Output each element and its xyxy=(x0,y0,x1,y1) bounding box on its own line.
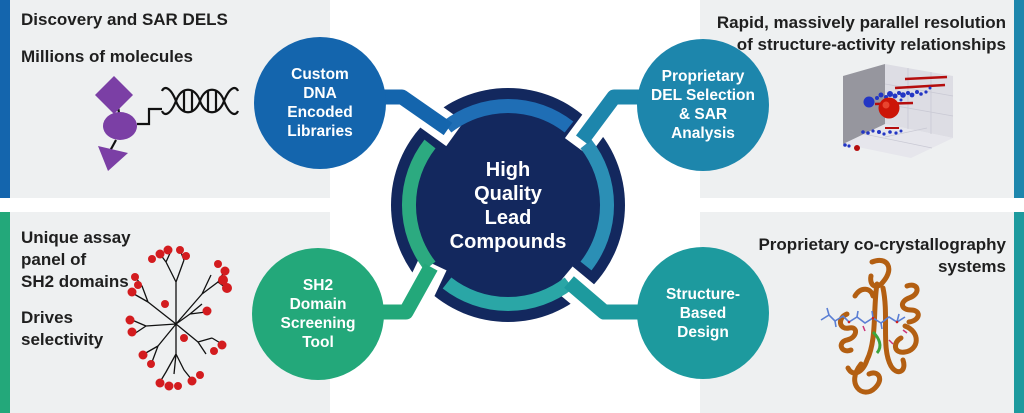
panel-bl-b1-line3: SH2 domains xyxy=(21,272,129,291)
hub-label-high-quality-lead-compounds: High Quality Lead Compounds xyxy=(408,157,608,255)
hub-line: Quality xyxy=(474,183,542,205)
panel-br-text: Proprietary co-crystallography systems xyxy=(758,234,1006,278)
panel-tr-line2: of structure-activity relationships xyxy=(736,35,1006,54)
panel-tl-line2: Millions of molecules xyxy=(21,47,193,66)
hub-line: High xyxy=(485,159,531,181)
protein-ribbon-icon xyxy=(820,258,921,395)
accent-bar-teal xyxy=(1014,212,1024,413)
hub-ring-arcs xyxy=(401,98,615,312)
node-custom-dna-libraries: Custom DNA Encoded Libraries xyxy=(254,37,386,169)
panel-bl-b1-line1: Unique assay xyxy=(21,228,131,247)
node-line: Screening xyxy=(280,315,356,332)
panel-bl-block1: Unique assay panel of SH2 domains xyxy=(21,227,131,293)
node-structure-based-design: Structure- Based Design xyxy=(637,247,769,379)
panel-sh2-assay: Unique assay panel of SH2 domains Drives… xyxy=(0,212,330,413)
node-line: Analysis xyxy=(671,125,735,142)
node-line: Custom xyxy=(291,66,349,83)
node-line: Based xyxy=(679,304,727,322)
arc-green xyxy=(401,139,436,271)
node-line: Structure- xyxy=(665,285,741,303)
panel-bl-b1-line2: panel of xyxy=(21,250,87,269)
hub-line: Compounds xyxy=(449,231,567,253)
sar-3d-scatter-icon xyxy=(843,64,954,158)
node-del-selection-sar: Proprietary DEL Selection & SAR Analysis xyxy=(637,39,769,171)
panel-tr-line1: Rapid, massively parallel resolution xyxy=(716,13,1006,32)
arc-teal-blue xyxy=(580,139,615,271)
node-line: Encoded xyxy=(287,104,353,121)
panel-sar-resolution: Rapid, massively parallel resolution of … xyxy=(700,0,1024,198)
node-line: SH2 xyxy=(302,277,334,294)
panel-br-line1: Proprietary co-crystallography xyxy=(758,235,1006,254)
panel-br-line2: systems xyxy=(937,257,1006,276)
panel-tl-line1: Discovery and SAR DELS xyxy=(21,10,228,29)
panel-tr-text: Rapid, massively parallel resolution of … xyxy=(717,12,1006,56)
node-line: Domain xyxy=(289,296,347,313)
arc-blue xyxy=(442,98,574,133)
panel-bl-block2: Drives selectivity xyxy=(21,307,103,351)
node-sh2-screening-tool: SH2 Domain Screening Tool xyxy=(252,248,384,380)
node-line: Tool xyxy=(302,334,334,351)
arc-teal xyxy=(442,277,574,312)
accent-bar-teal-blue xyxy=(1014,0,1024,198)
panel-bl-b2-line1: Drives xyxy=(21,308,73,327)
node-line: Design xyxy=(677,323,729,341)
node-line: Libraries xyxy=(287,123,353,140)
sh2-phylo-tree-icon xyxy=(125,245,232,391)
dna-encoded-molecule-icon xyxy=(95,76,240,171)
node-line: DEL Selection xyxy=(651,87,755,104)
accent-bar-green xyxy=(0,212,10,413)
hub-outer-circle xyxy=(391,88,625,322)
accent-bar-blue xyxy=(0,0,10,198)
hub-line: Lead xyxy=(484,207,532,229)
node-line: Proprietary xyxy=(661,68,745,85)
panel-bl-b2-line2: selectivity xyxy=(21,330,104,349)
node-line: & SAR xyxy=(678,106,728,123)
node-line: DNA xyxy=(303,85,337,102)
